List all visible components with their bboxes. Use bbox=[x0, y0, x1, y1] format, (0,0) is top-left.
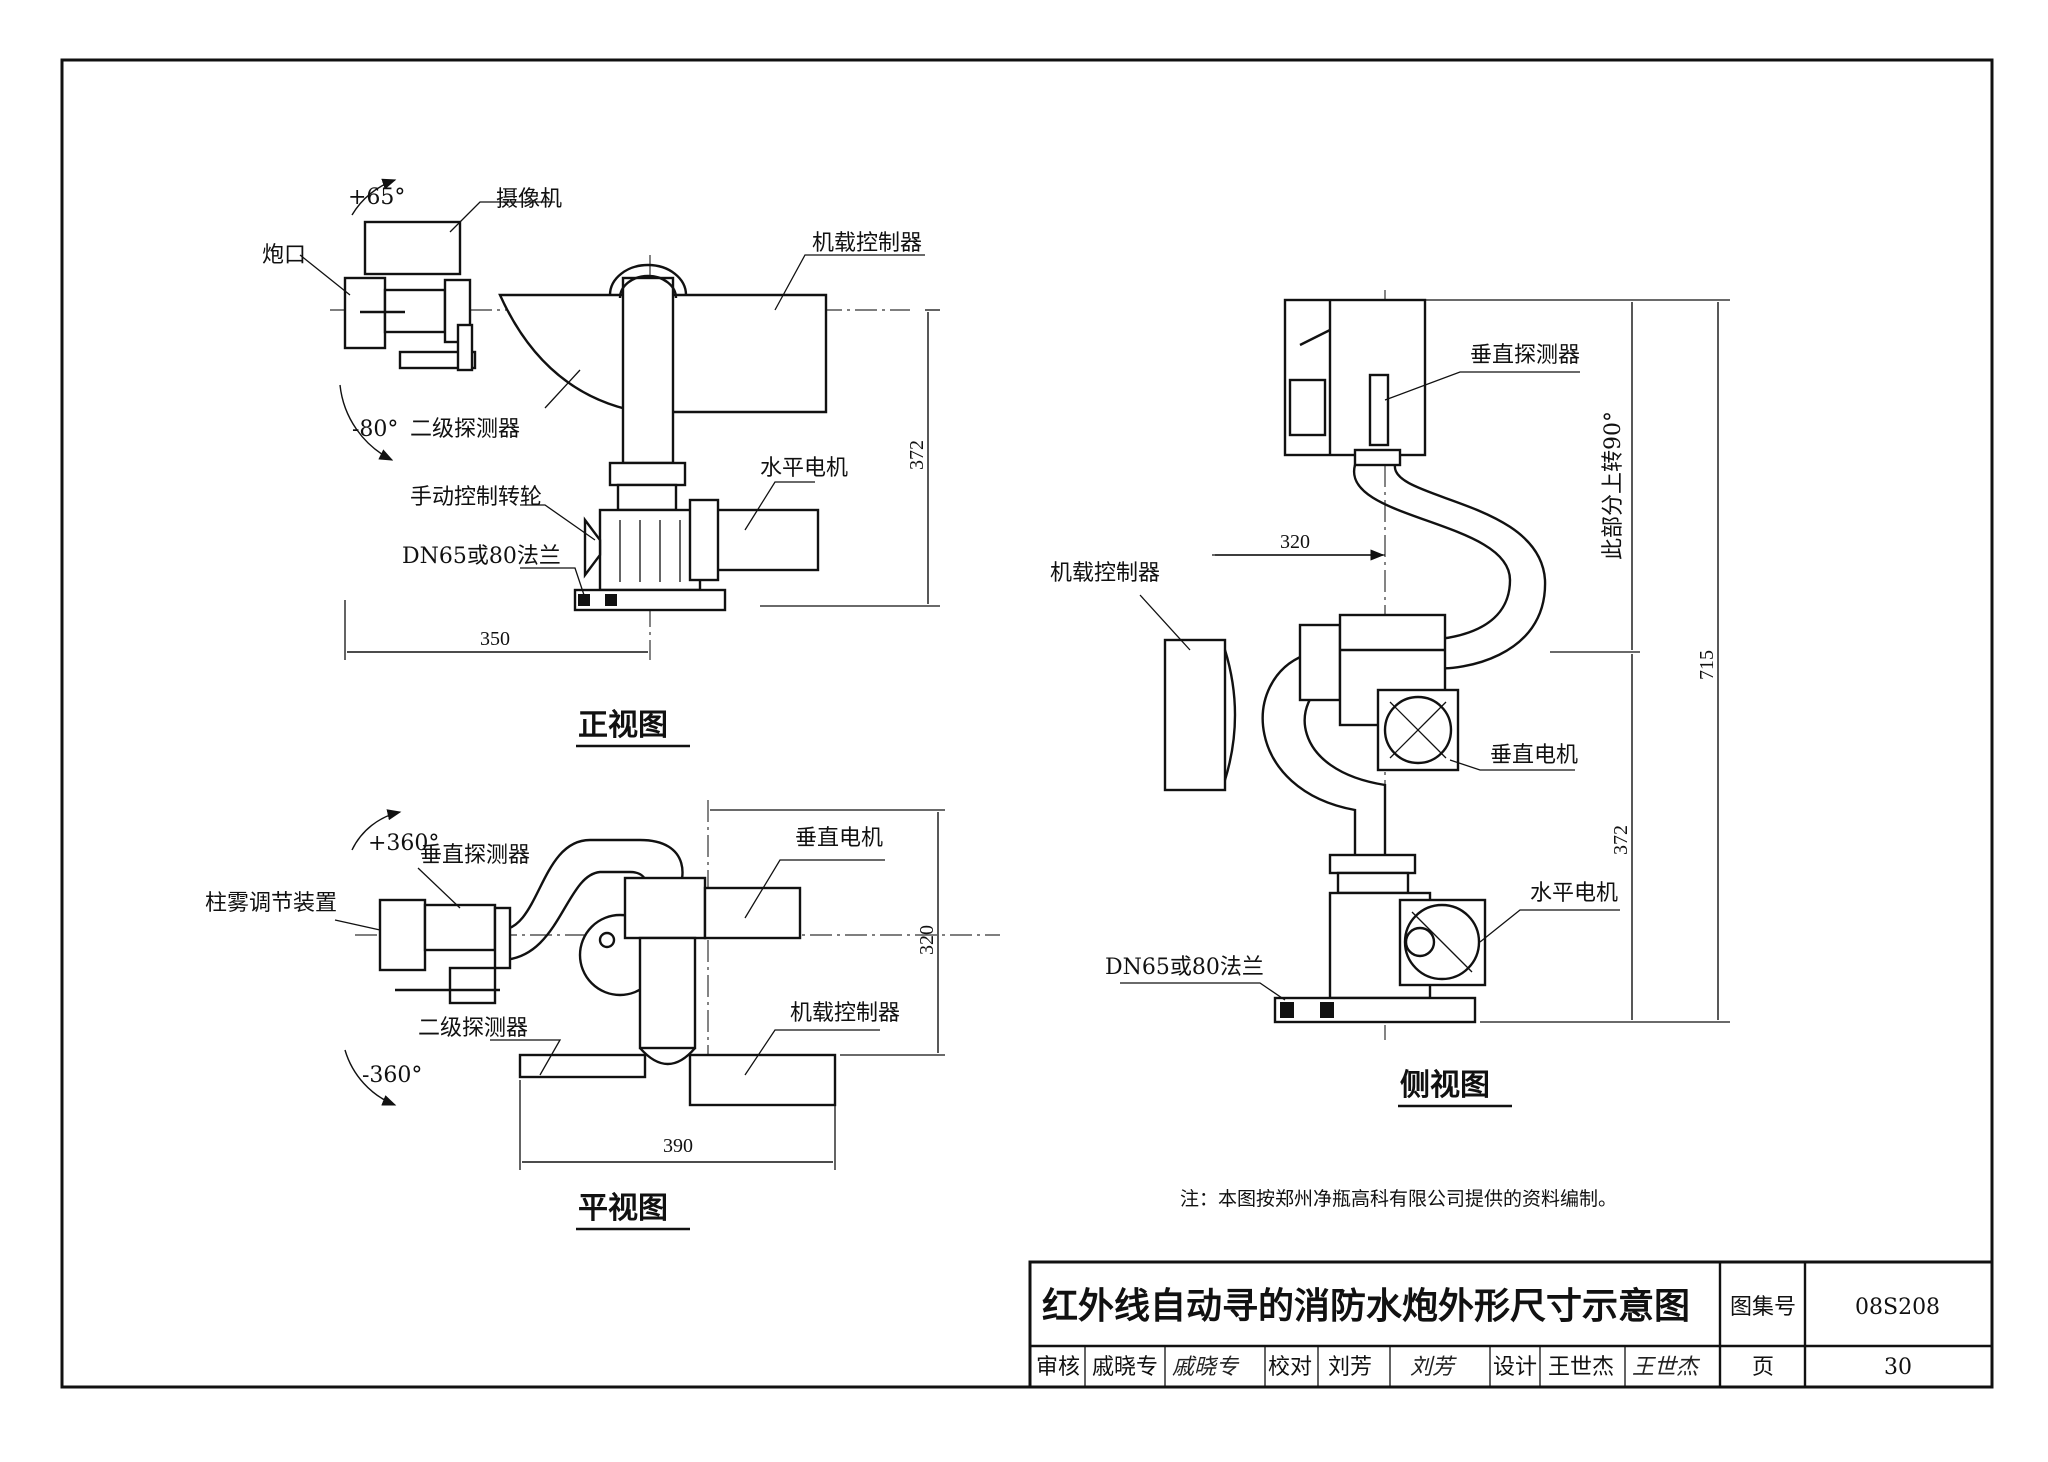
plan-view-caption: 平视图 bbox=[578, 1191, 668, 1226]
page-label: 页 bbox=[1752, 1355, 1774, 1380]
side-controller bbox=[1163, 638, 1227, 792]
reviewer-name: 戚晓专 bbox=[1092, 1355, 1158, 1380]
drawing-title: 红外线自动寻的消防水炮外形尺寸示意图 bbox=[1042, 1286, 1690, 1327]
plan-dim-width: 390 bbox=[663, 1135, 693, 1157]
plan-secondary-detector-label: 二级探测器 bbox=[418, 1016, 528, 1041]
angle-minus-arc bbox=[344, 1049, 397, 1106]
side-view-caption: 侧视图 bbox=[1400, 1068, 1490, 1103]
vertical-motor-label: 垂直电机 bbox=[795, 826, 883, 851]
side-horizontal-motor-label: 水平电机 bbox=[1530, 881, 1618, 906]
plan-dim-height: 320 bbox=[916, 925, 938, 955]
side-s-pipe-lower bbox=[1261, 653, 1357, 855]
spray-adjuster-label: 柱雾调节装置 bbox=[205, 891, 337, 916]
angle-up-arc bbox=[351, 178, 397, 216]
side-flange bbox=[1273, 996, 1477, 1024]
designer-name: 王世杰 bbox=[1548, 1355, 1614, 1380]
dim-width: 350 bbox=[480, 628, 510, 650]
atlas-label: 图集号 bbox=[1730, 1295, 1796, 1320]
design-label: 设计 bbox=[1493, 1355, 1537, 1380]
handwheel-label: 手动控制转轮 bbox=[410, 485, 542, 510]
base-body bbox=[598, 508, 702, 592]
title-block bbox=[1028, 1260, 1994, 1389]
side-view bbox=[1120, 290, 1730, 1040]
side-dim-lower: 372 bbox=[1610, 825, 1632, 855]
camera-box bbox=[363, 220, 462, 276]
side-dim-offset: 320 bbox=[1280, 531, 1310, 553]
side-view-text: 垂直探测器 机载控制器 垂直电机 水平电机 DN65或80法兰 320 此部分上… bbox=[1050, 343, 1718, 1210]
vertical-motor bbox=[703, 886, 802, 940]
flange bbox=[573, 588, 727, 612]
nozzle-label: 炮口 bbox=[262, 243, 306, 268]
angle-plus-label: +360° bbox=[368, 831, 439, 856]
handwheel bbox=[583, 516, 602, 579]
side-controller-label: 机载控制器 bbox=[1050, 561, 1160, 586]
plan-view bbox=[334, 800, 1000, 1170]
title-block-text: 红外线自动寻的消防水炮外形尺寸示意图 图集号 08S208 审核 戚晓专 戚晓专… bbox=[1036, 1286, 1940, 1380]
plan-controller bbox=[688, 1053, 837, 1107]
camera-label: 摄像机 bbox=[496, 187, 562, 212]
s-pipe bbox=[499, 838, 684, 932]
horizontal-motor bbox=[698, 508, 820, 572]
sheet-border bbox=[60, 58, 1994, 1389]
plan-barrel bbox=[638, 936, 697, 1050]
barrel bbox=[621, 276, 675, 465]
plan-controller-label: 机载控制器 bbox=[790, 1001, 900, 1026]
angle-up-label: +65° bbox=[348, 185, 405, 210]
source-note: 注：本图按郑州净瓶高科有限公司提供的资料编制。 bbox=[1180, 1188, 1617, 1210]
side-dim-total: 715 bbox=[1696, 650, 1718, 680]
side-s-pipe-upper bbox=[1353, 464, 1512, 642]
plan-vertical-detector-label: 垂直探测器 bbox=[420, 843, 530, 868]
horizontal-motor-label: 水平电机 bbox=[760, 456, 848, 481]
spray-adjuster bbox=[378, 898, 427, 972]
check-label: 校对 bbox=[1268, 1355, 1312, 1380]
angle-minus-label: -360° bbox=[362, 1063, 422, 1088]
dim-height: 372 bbox=[906, 440, 928, 470]
side-vertical-detector-label: 垂直探测器 bbox=[1470, 343, 1580, 368]
angle-down-arc bbox=[339, 384, 394, 461]
atlas-number: 08S208 bbox=[1855, 1295, 1940, 1320]
vertical-motor-body bbox=[623, 876, 707, 940]
plan-view-text: +360° 垂直探测器 柱雾调节装置 垂直电机 二级探测器 机载控制器 -360… bbox=[205, 826, 938, 1231]
flange-label: DN65或80法兰 bbox=[402, 544, 561, 569]
reviewer-signature: 戚晓专 bbox=[1172, 1355, 1240, 1380]
checker-name: 刘芳 bbox=[1328, 1355, 1372, 1380]
front-view-text: +65° 摄像机 炮口 机载控制器 -80° 二级探测器 手动控制转轮 水平电机… bbox=[262, 185, 928, 748]
rotation-note: 此部分上转90° bbox=[1601, 411, 1626, 560]
front-view bbox=[299, 178, 940, 660]
secondary-detector-label: 二级探测器 bbox=[410, 417, 520, 442]
front-view-caption: 正视图 bbox=[578, 708, 668, 743]
designer-signature: 王世杰 bbox=[1632, 1355, 1701, 1380]
checker-signature: 刘芳 bbox=[1410, 1355, 1457, 1380]
review-label: 审核 bbox=[1036, 1355, 1080, 1380]
angle-down-label: -80° bbox=[352, 417, 398, 442]
controller-label: 机载控制器 bbox=[812, 231, 922, 256]
side-vertical-motor-label: 垂直电机 bbox=[1490, 743, 1578, 768]
page-number: 30 bbox=[1884, 1355, 1912, 1380]
side-flange-label: DN65或80法兰 bbox=[1105, 955, 1264, 980]
angle-plus-arc bbox=[351, 809, 402, 851]
